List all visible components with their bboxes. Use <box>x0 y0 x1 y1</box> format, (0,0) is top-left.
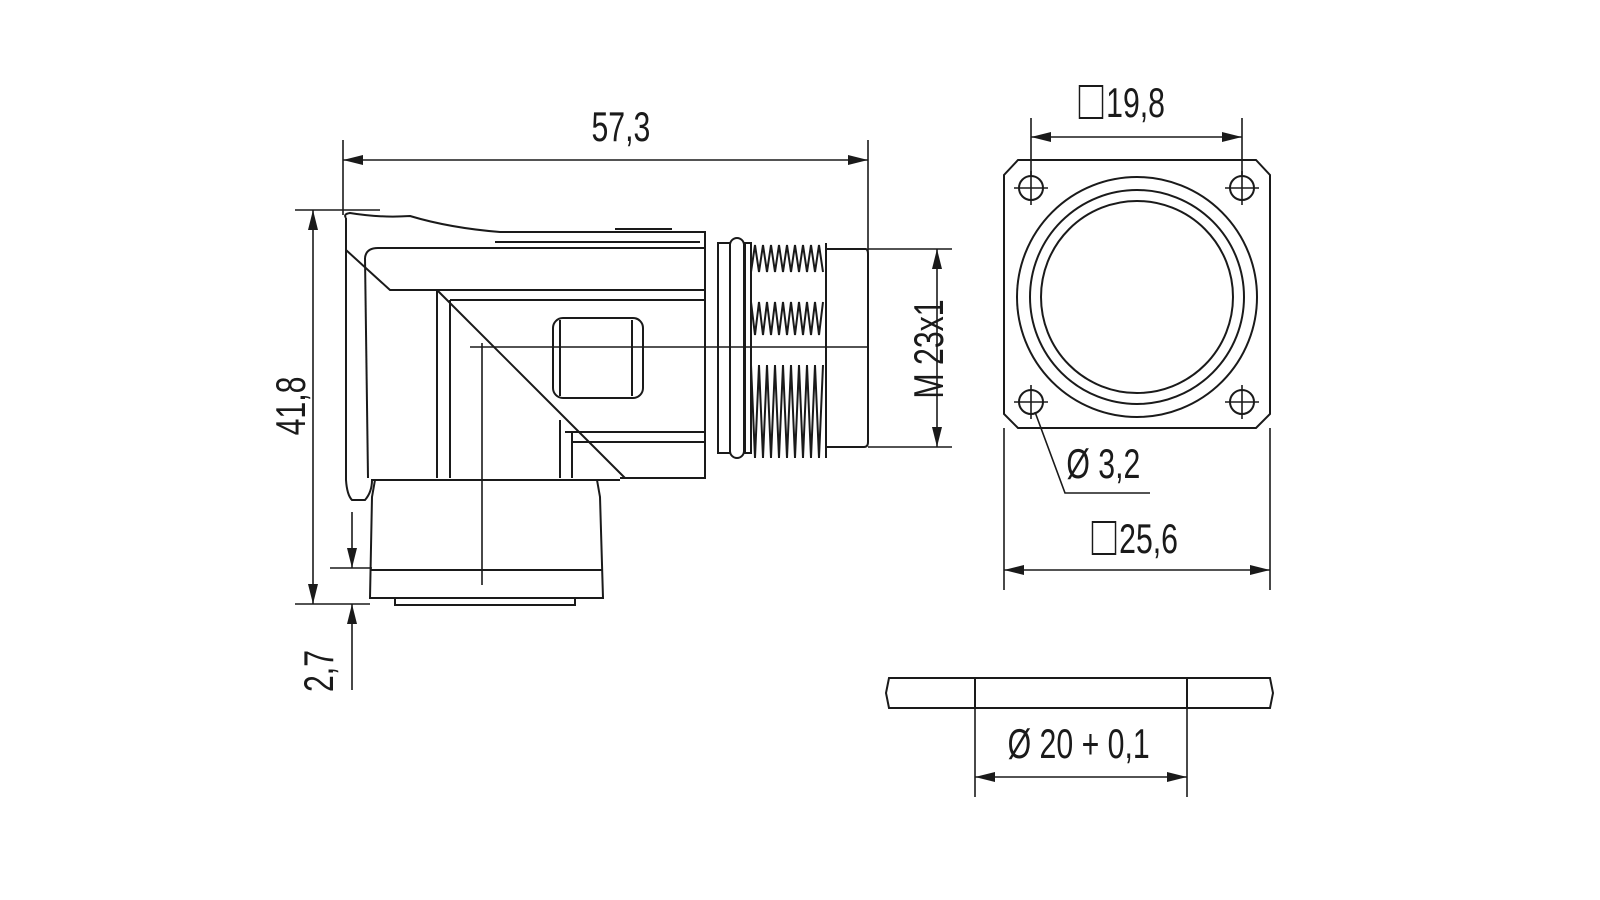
outer-ring <box>1016 176 1258 418</box>
housing-inner-top <box>364 247 705 259</box>
housing-left-edge <box>345 218 620 501</box>
connector-nose <box>826 248 869 448</box>
dimension-label-hole-diameter: Ø 3,2 <box>1066 440 1141 487</box>
square-icon <box>1078 85 1104 119</box>
housing-chamfer <box>345 249 705 291</box>
leader-line <box>1034 411 1150 494</box>
dimension-label-cutout: Ø 20 + 0,1 <box>1007 720 1150 767</box>
dimension-label-thread: M 23x1 <box>904 299 952 399</box>
window-feature <box>552 317 644 399</box>
panel-section-right <box>1186 677 1275 709</box>
dimension-label-hole-spacing: 19,8 <box>1078 79 1165 126</box>
panel-cutout <box>884 677 1275 797</box>
square-icon <box>1091 521 1117 555</box>
housing-diagonal <box>436 289 626 479</box>
flange-size-value: 25,6 <box>1119 515 1178 562</box>
mounting-holes <box>1014 171 1259 419</box>
inner-ring <box>1040 200 1234 394</box>
side-view <box>295 140 952 690</box>
thread <box>750 243 827 459</box>
hole-spacing-value: 19,8 <box>1106 79 1165 126</box>
seal-ring <box>729 237 745 459</box>
panel-section-left <box>884 677 976 709</box>
dimension-label-offset: 2,7 <box>295 649 343 693</box>
flange-outline <box>1003 159 1271 429</box>
ring-inner <box>744 242 752 454</box>
housing-inner-left <box>364 257 369 479</box>
dimension-label-length: 57,3 <box>591 103 651 150</box>
front-view <box>1003 118 1271 590</box>
dimension-label-height: 41,8 <box>266 376 314 436</box>
bottom-cap <box>368 479 605 599</box>
bottom-cap-nub <box>394 598 576 606</box>
middle-ring <box>1029 189 1245 405</box>
housing-outline <box>344 211 706 479</box>
dimension-label-flange: 25,6 <box>1091 515 1178 562</box>
ring <box>717 242 731 454</box>
